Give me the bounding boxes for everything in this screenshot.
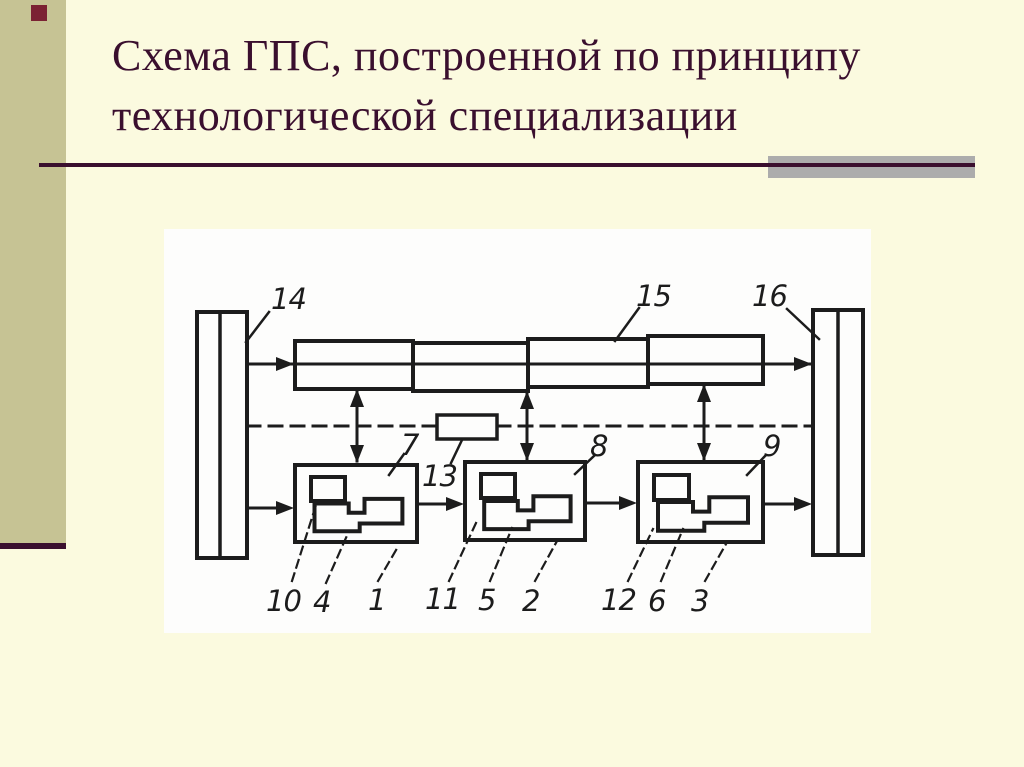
leader-16 — [785, 307, 821, 341]
arrowhead-down-3 — [697, 443, 711, 461]
machine-3-workpiece — [656, 495, 750, 533]
label-4: 4 — [313, 585, 330, 619]
title-line-1: Схема ГПС, построенной по принципу — [112, 31, 861, 80]
leader-10 — [290, 503, 318, 583]
fms-diagram: 14 15 16 7 13 8 9 10 4 1 11 5 2 12 6 3 — [195, 279, 865, 619]
label-11: 11 — [425, 582, 460, 616]
machine-module-3 — [636, 460, 765, 544]
label-8: 8 — [590, 429, 608, 463]
slide-title: Схема ГПС, построенной по принципу техно… — [112, 26, 942, 146]
left-accent-band — [0, 0, 66, 549]
load-station-14 — [195, 310, 249, 560]
label-15: 15 — [636, 279, 671, 313]
leader-1 — [376, 543, 401, 583]
leader-2 — [533, 539, 559, 583]
title-rule-endcap — [768, 156, 975, 178]
machine-module-1 — [293, 463, 419, 544]
machine-3-outline — [636, 460, 765, 544]
machine-1-workpiece — [312, 496, 405, 534]
leader-5 — [488, 526, 514, 583]
label-2: 2 — [522, 584, 539, 618]
machine-3-head — [652, 473, 691, 502]
label-1: 1 — [368, 583, 385, 617]
decor-square — [31, 5, 47, 21]
label-6: 6 — [648, 584, 666, 618]
arrowhead-down-1 — [350, 445, 364, 463]
machine-module-2 — [463, 460, 587, 542]
label-9: 9 — [763, 429, 780, 463]
machine-2-head — [479, 472, 517, 500]
title-line-2: технологической специализации — [112, 91, 738, 140]
flow-arrowhead-a — [276, 501, 294, 515]
label-3: 3 — [691, 584, 708, 618]
unload-station-16 — [811, 308, 865, 557]
callout-leaders-dashed — [290, 503, 728, 585]
arrowhead-up-1 — [350, 389, 364, 407]
machine-flow-arrows — [245, 496, 812, 515]
callout-leaders-solid — [244, 306, 821, 477]
label-16: 16 — [752, 279, 787, 313]
label-13: 13 — [422, 459, 457, 493]
arrowhead-up-2 — [520, 391, 534, 409]
machine-1-head — [309, 475, 347, 503]
leader-9 — [745, 453, 768, 477]
arrowhead-down-2 — [520, 443, 534, 461]
leader-4 — [324, 529, 351, 585]
flow-arrowhead-d — [794, 497, 812, 511]
transfer-arrow-column-3 — [697, 384, 711, 461]
leader-7 — [387, 452, 406, 477]
leader-15 — [613, 306, 641, 343]
conveyor-segment-2 — [411, 341, 530, 393]
leader-12 — [626, 527, 655, 583]
arrowhead-up-3 — [697, 384, 711, 402]
title-rule — [39, 163, 975, 167]
flow-arrowhead-into-unload-station — [794, 357, 812, 371]
machine-1-outline — [293, 463, 419, 544]
leader-6 — [659, 527, 685, 583]
conveyor-segment-4 — [646, 334, 765, 386]
load-station-outline — [195, 310, 249, 560]
flow-arrowhead-into-conveyor — [276, 357, 294, 371]
label-12: 12 — [601, 583, 636, 617]
transfer-arrow-column-2 — [520, 391, 534, 461]
flow-arrowhead-c — [619, 496, 637, 510]
machine-2-workpiece — [482, 494, 573, 532]
label-10: 10 — [266, 584, 301, 618]
leader-14 — [244, 310, 271, 344]
label-5: 5 — [478, 583, 495, 617]
leader-3 — [703, 542, 728, 583]
leader-11 — [447, 521, 478, 583]
diagram-panel: 14 15 16 7 13 8 9 10 4 1 11 5 2 12 6 3 — [164, 229, 871, 633]
conveyor-15 — [293, 334, 765, 393]
flow-arrowhead-b — [446, 497, 464, 511]
label-7: 7 — [401, 428, 420, 462]
control-unit-13 — [435, 413, 499, 441]
leader-8 — [573, 453, 597, 476]
leader-13 — [449, 438, 464, 465]
machine-2-outline — [463, 460, 587, 542]
transfer-arrow-column-1 — [350, 389, 364, 463]
label-14: 14 — [271, 282, 306, 316]
